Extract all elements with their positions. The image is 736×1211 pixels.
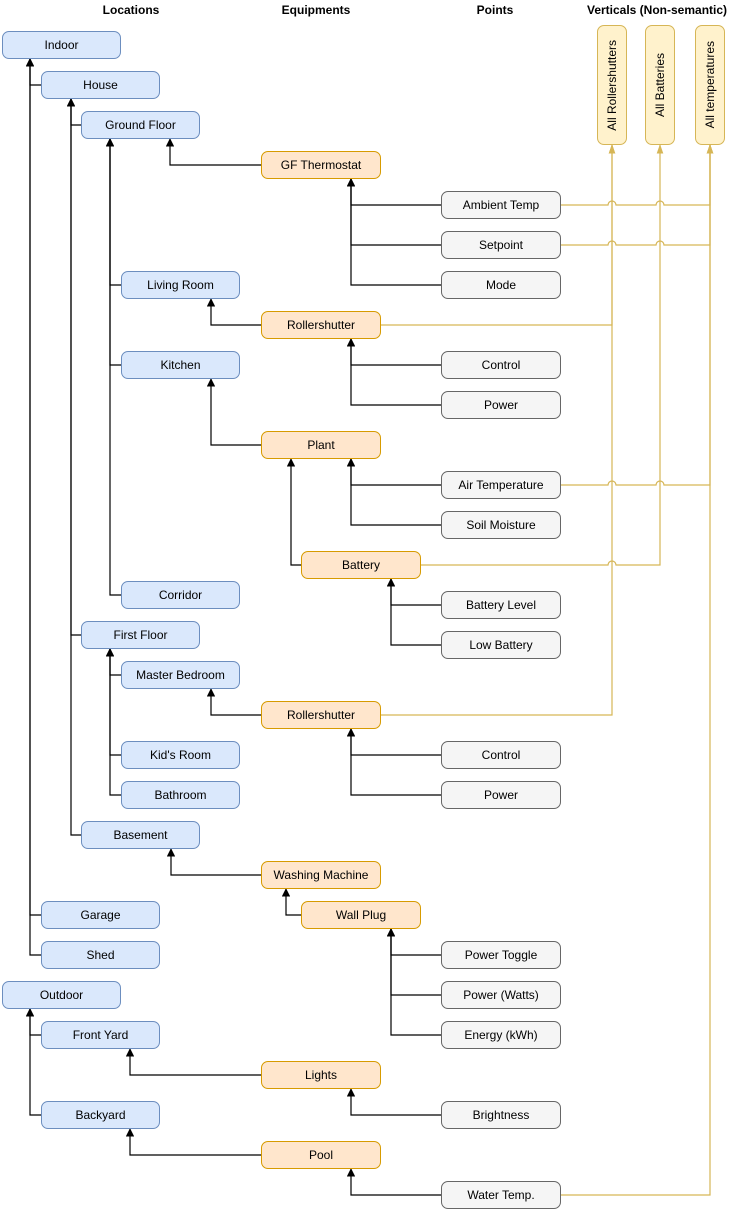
point-node-energy-kwh: Energy (kWh) [441, 1021, 561, 1049]
edge-shed-indoor [25, 58, 41, 956]
hierarchy-edges [25, 58, 441, 1196]
edge-ground-floor-house [66, 98, 81, 126]
point-node-power-watts: Power (Watts) [441, 981, 561, 1009]
point-node-power-gf: Power [441, 391, 561, 419]
column-header-equipments: Equipments [281, 3, 351, 17]
edge-first-floor-house [66, 98, 81, 636]
column-header-locations: Locations [102, 3, 160, 17]
column-header-points: Points [476, 3, 514, 17]
location-node-basement: Basement [81, 821, 200, 849]
edge-energy-kwh-wall-plug [386, 928, 441, 1036]
edge-plant-kitchen [206, 378, 261, 446]
point-node-soil-moisture: Soil Moisture [441, 511, 561, 539]
edge-wall-plug-washing-machine [281, 888, 301, 916]
edge-washing-machine-basement [166, 848, 261, 876]
location-node-shed: Shed [41, 941, 160, 969]
edge-living-room-ground-floor [105, 138, 121, 286]
column-header-verticals: Verticals (Non-semantic) [586, 3, 728, 17]
equipment-node-battery: Battery [301, 551, 421, 579]
edge-power-watts-wall-plug [386, 928, 441, 996]
edge-control-rollershutter-gf [346, 338, 441, 366]
location-node-ground-floor: Ground Floor [81, 111, 200, 139]
edge-control-rollershutter-ff [346, 728, 441, 756]
location-node-first-floor: First Floor [81, 621, 200, 649]
edge-lights-front-yard [125, 1048, 261, 1076]
equipment-node-pool: Pool [261, 1141, 381, 1169]
equipment-node-rollershutter-gf: Rollershutter [261, 311, 381, 339]
point-node-low-battery: Low Battery [441, 631, 561, 659]
edge-air-temperature-all-temperatures [561, 144, 714, 486]
edge-basement-house [66, 98, 81, 836]
location-node-outdoor: Outdoor [2, 981, 121, 1009]
equipment-node-lights: Lights [261, 1061, 381, 1089]
vertical-node-label: All Rollershutters [605, 39, 619, 131]
equipment-node-rollershutter-ff: Rollershutter [261, 701, 381, 729]
location-node-indoor: Indoor [2, 31, 121, 59]
vertical-node-all-temperatures: All temperatures [695, 25, 725, 145]
vertical-edges [381, 144, 714, 1196]
edge-rollershutter-gf-living-room [206, 298, 261, 326]
location-node-kitchen: Kitchen [121, 351, 240, 379]
location-node-backyard: Backyard [41, 1101, 160, 1129]
vertical-node-all-batteries: All Batteries [645, 25, 675, 145]
edge-power-toggle-wall-plug [386, 928, 441, 956]
edge-low-battery-battery [386, 578, 441, 646]
point-node-ambient-temp: Ambient Temp [441, 191, 561, 219]
location-node-living-room: Living Room [121, 271, 240, 299]
edge-house-indoor [25, 58, 41, 86]
edge-soil-moisture-plant [346, 458, 441, 526]
edge-backyard-outdoor [25, 1008, 41, 1116]
location-node-bathroom: Bathroom [121, 781, 240, 809]
location-node-front-yard: Front Yard [41, 1021, 160, 1049]
edge-rollershutter-ff-master-bedroom [206, 688, 261, 716]
edge-gf-thermostat-ground-floor [165, 138, 261, 166]
point-node-air-temperature: Air Temperature [441, 471, 561, 499]
equipment-node-gf-thermostat: GF Thermostat [261, 151, 381, 179]
vertical-node-label: All Batteries [653, 52, 667, 118]
edge-setpoint-gf-thermostat [346, 178, 441, 246]
equipment-node-washing-machine: Washing Machine [261, 861, 381, 889]
location-node-master-bedroom: Master Bedroom [121, 661, 240, 689]
edge-power-rollershutter-ff [346, 728, 441, 796]
edge-water-temp-all-temperatures [561, 144, 714, 1196]
location-node-garage: Garage [41, 901, 160, 929]
equipment-node-plant: Plant [261, 431, 381, 459]
edge-master-bedroom-first-floor [105, 648, 121, 676]
edge-front-yard-outdoor [25, 1008, 41, 1036]
edge-kids-room-first-floor [105, 648, 121, 756]
vertical-node-label: All temperatures [703, 41, 717, 129]
edge-battery-plant [286, 458, 301, 566]
point-node-mode: Mode [441, 271, 561, 299]
point-node-water-temp: Water Temp. [441, 1181, 561, 1209]
point-node-control-ff: Control [441, 741, 561, 769]
edge-ambient-temp-all-temperatures [561, 144, 714, 206]
edge-setpoint-all-temperatures [561, 144, 714, 246]
location-node-corridor: Corridor [121, 581, 240, 609]
edge-water-temp-pool [346, 1168, 441, 1196]
edge-power-rollershutter-gf [346, 338, 441, 406]
edge-kitchen-ground-floor [105, 138, 121, 366]
edge-rollershutter-ff-all-rollershutters [381, 144, 616, 716]
edge-air-temperature-plant [346, 458, 441, 486]
equipment-node-wall-plug: Wall Plug [301, 901, 421, 929]
edge-mode-gf-thermostat [346, 178, 441, 286]
point-node-brightness: Brightness [441, 1101, 561, 1129]
point-node-battery-level: Battery Level [441, 591, 561, 619]
point-node-power-toggle: Power Toggle [441, 941, 561, 969]
edge-garage-indoor [25, 58, 41, 916]
location-node-kids-room: Kid's Room [121, 741, 240, 769]
point-node-setpoint: Setpoint [441, 231, 561, 259]
edge-corridor-ground-floor [105, 138, 121, 596]
vertical-node-all-rollershutters: All Rollershutters [597, 25, 627, 145]
location-node-house: House [41, 71, 160, 99]
point-node-power-ff: Power [441, 781, 561, 809]
edge-battery-all-batteries [421, 144, 664, 566]
edge-brightness-lights [346, 1088, 441, 1116]
edge-ambient-temp-gf-thermostat [346, 178, 441, 206]
edge-battery-level-battery [386, 578, 441, 606]
edge-bathroom-first-floor [105, 648, 121, 796]
edge-pool-backyard [125, 1128, 261, 1156]
point-node-control-gf: Control [441, 351, 561, 379]
